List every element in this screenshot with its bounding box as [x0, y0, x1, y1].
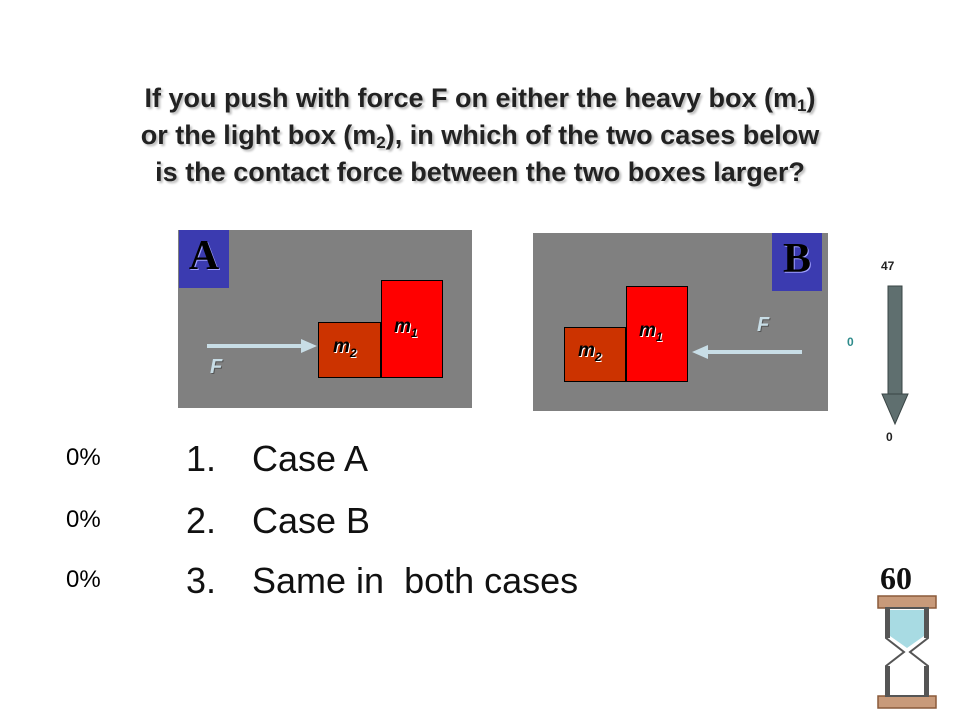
- answer-1-percent: 0%: [66, 444, 101, 471]
- hourglass-icon: [877, 595, 937, 709]
- answer-option-3[interactable]: 3.Same in both cases: [186, 560, 579, 601]
- diagram-a-letter: A: [179, 230, 229, 288]
- gauge-top-value: 47: [881, 259, 895, 273]
- diagram-a-m1-label: m1: [394, 316, 418, 340]
- gauge-mid-value: 0: [847, 335, 854, 349]
- diagram-a-box-m1: [381, 280, 443, 378]
- diagram-a-box-m2: [318, 322, 381, 378]
- diagram-a-force-arrow: [207, 339, 317, 353]
- diagram-a-m2-label: m2: [333, 336, 357, 360]
- question-text: If you push with force F on either the h…: [20, 80, 940, 191]
- countdown-timer: 60: [880, 560, 912, 596]
- answer-option-1[interactable]: 1.Case A: [186, 438, 369, 479]
- diagram-b-force-label: F: [757, 314, 770, 336]
- diagram-b-m1-label: m1: [639, 320, 663, 344]
- diagram-b-letter: B: [772, 233, 822, 291]
- answer-2-percent: 0%: [66, 506, 101, 533]
- answer-option-2[interactable]: 2.Case B: [186, 500, 371, 541]
- answer-3-percent: 0%: [66, 566, 101, 593]
- diagram-b-force-arrow: [692, 345, 802, 359]
- question-line-1: If you push with force F on either the h…: [144, 83, 816, 115]
- question-line-2: or the light box (m2), in which of the t…: [140, 120, 820, 152]
- diagram-a-force-label: F: [210, 356, 223, 378]
- diagram-b-box-m1: [626, 286, 688, 382]
- gauge-bottom-value: 0: [886, 430, 893, 444]
- diagram-b-box-m2: [564, 327, 626, 382]
- diagram-b-m2-label: m2: [578, 340, 602, 364]
- gauge-arrow-icon: [881, 285, 909, 426]
- question-line-3: is the contact force between the two box…: [155, 157, 805, 187]
